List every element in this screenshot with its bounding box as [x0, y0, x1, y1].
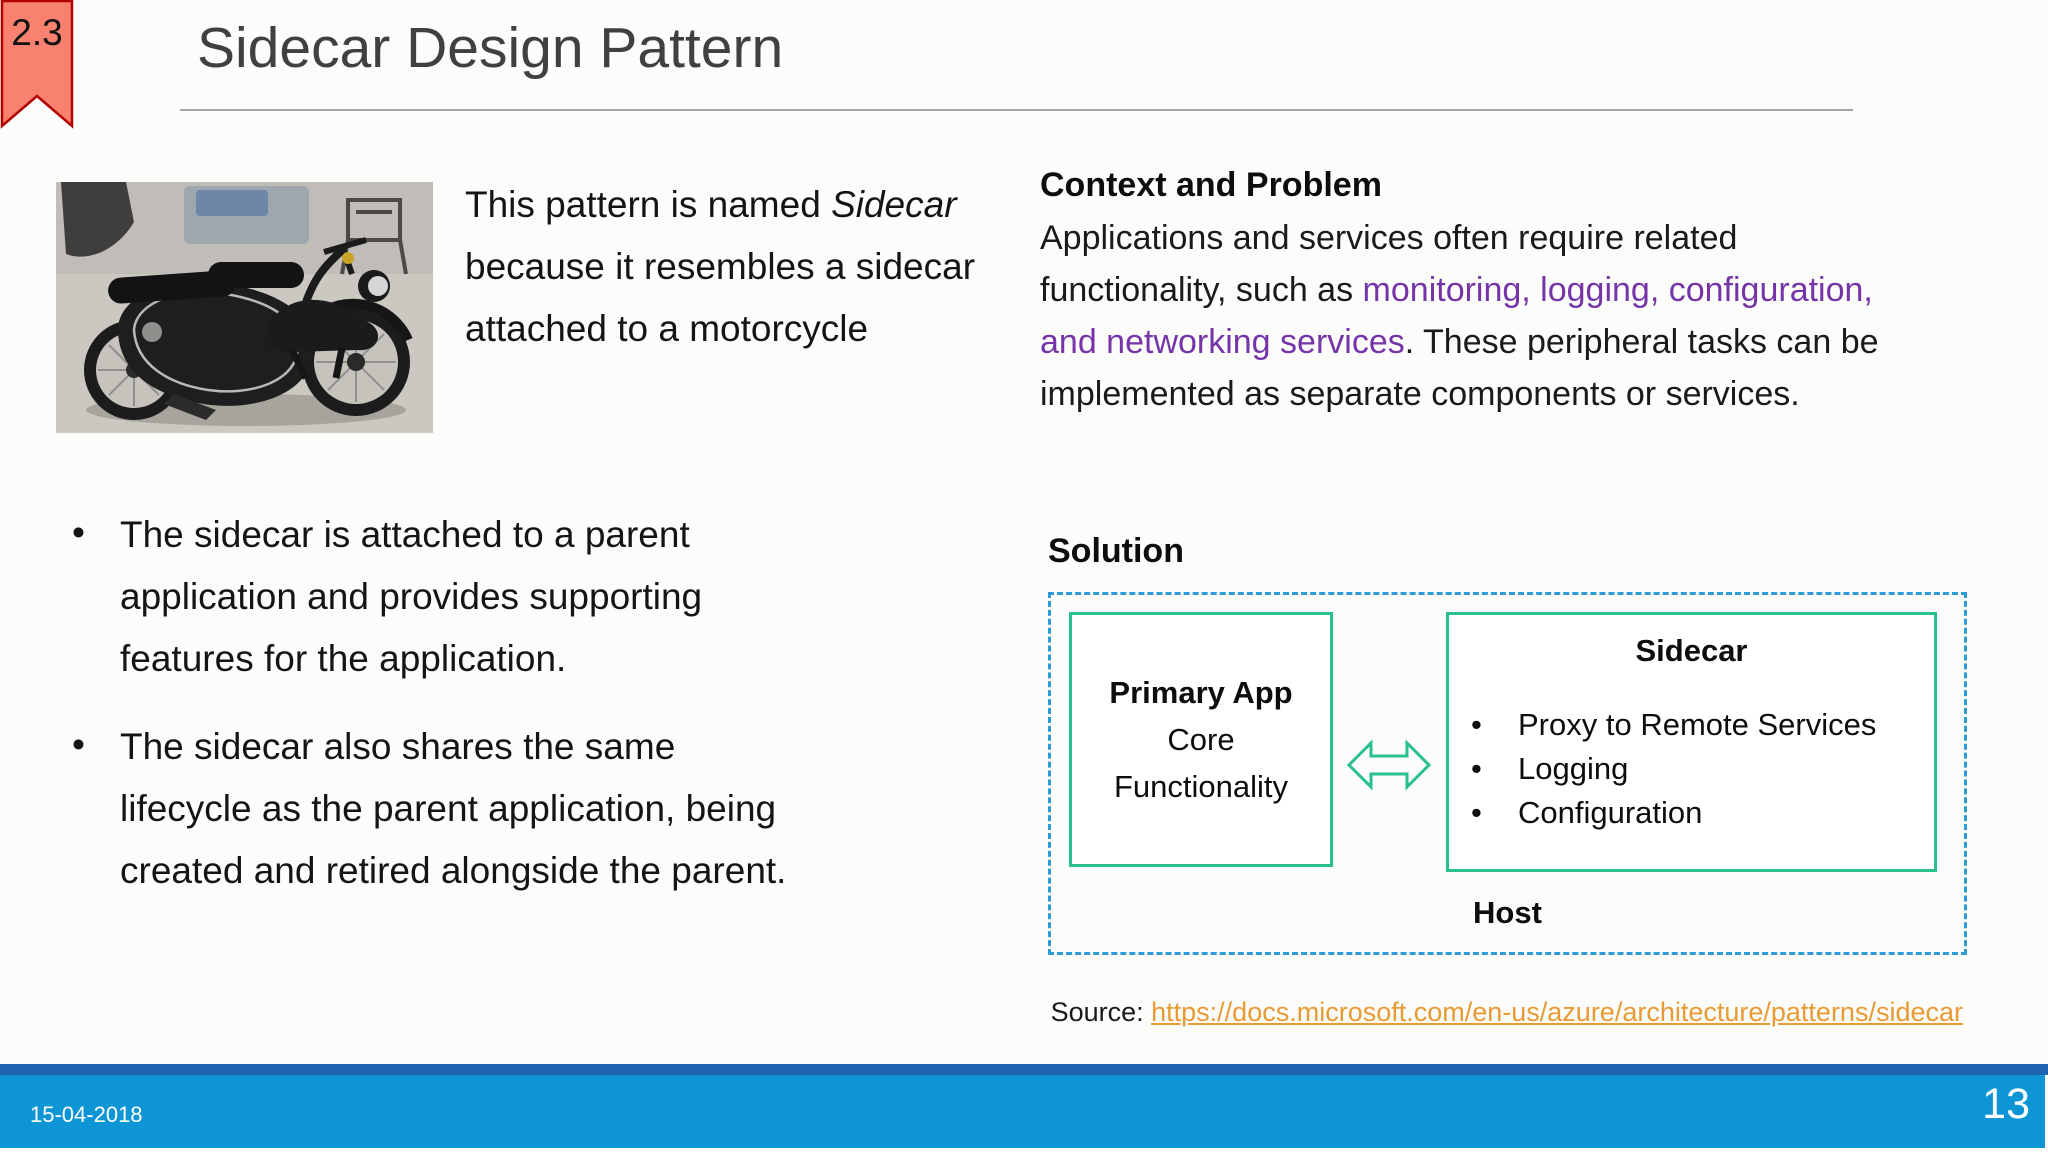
bullet-item: The sidecar also shares the same lifecyc… [70, 714, 790, 902]
double-arrow-icon [1347, 739, 1431, 791]
context-text-highlight: monitoring, logging, configuration, and … [1040, 271, 1873, 361]
host-label: Host [1473, 895, 1542, 930]
context-problem-heading: Context and Problem [1040, 166, 1382, 204]
chapter-ribbon-badge: 2.3 [0, 0, 76, 130]
bookmark-ribbon-icon [0, 0, 74, 129]
primary-app-line2: Functionality [1113, 769, 1289, 804]
intro-paragraph: This pattern is named Sidecar because it… [465, 174, 990, 360]
context-text-after: . These peripheral tasks can be implemen… [1040, 323, 1879, 413]
page-number: 13 [1982, 1080, 2030, 1128]
sidecar-feature-item: Logging [1449, 747, 1934, 791]
title-divider [180, 109, 1853, 111]
context-text-before: Applications and services often require … [1040, 219, 1738, 309]
motorcycle-body [264, 237, 390, 380]
footer-date: 15-04-2018 [30, 1102, 143, 1127]
source-line: Source: https://docs.microsoft.com/en-us… [900, 997, 1963, 1028]
sidecar-box-title: Sidecar [1635, 633, 1748, 668]
intro-text-before: This pattern is named [465, 184, 832, 225]
host-container-box [1048, 592, 1967, 955]
sidecar-feature-list: Proxy to Remote Services Logging Configu… [1449, 703, 1934, 835]
footer-bar [0, 1075, 2045, 1148]
footer-accent-stripe [0, 1064, 2048, 1075]
context-problem-paragraph: Applications and services often require … [1040, 212, 1924, 420]
intro-text-after: because it resembles a sidecar attached … [465, 246, 976, 349]
page-title: Sidecar Design Pattern [197, 16, 784, 80]
bullet-item: The sidecar is attached to a parent appl… [70, 502, 790, 690]
bullet-list: The sidecar is attached to a parent appl… [70, 502, 790, 928]
motorcycle-sidecar-photo [56, 182, 433, 433]
sidecar-box: Sidecar Proxy to Remote Services Logging… [1446, 612, 1937, 872]
primary-app-title: Primary App [1109, 675, 1293, 710]
primary-app-line1: Core [1167, 722, 1235, 757]
sidecar-feature-item: Configuration [1449, 791, 1934, 835]
primary-app-box: Primary App Core Functionality [1069, 612, 1333, 867]
chapter-number: 2.3 [11, 12, 63, 53]
sidecar-feature-item: Proxy to Remote Services [1449, 703, 1934, 747]
source-label: Source: [1050, 997, 1152, 1027]
source-link[interactable]: https://docs.microsoft.com/en-us/azure/a… [1151, 997, 1963, 1027]
solution-heading: Solution [1048, 532, 1184, 570]
intro-text-italic: Sidecar [831, 184, 957, 225]
